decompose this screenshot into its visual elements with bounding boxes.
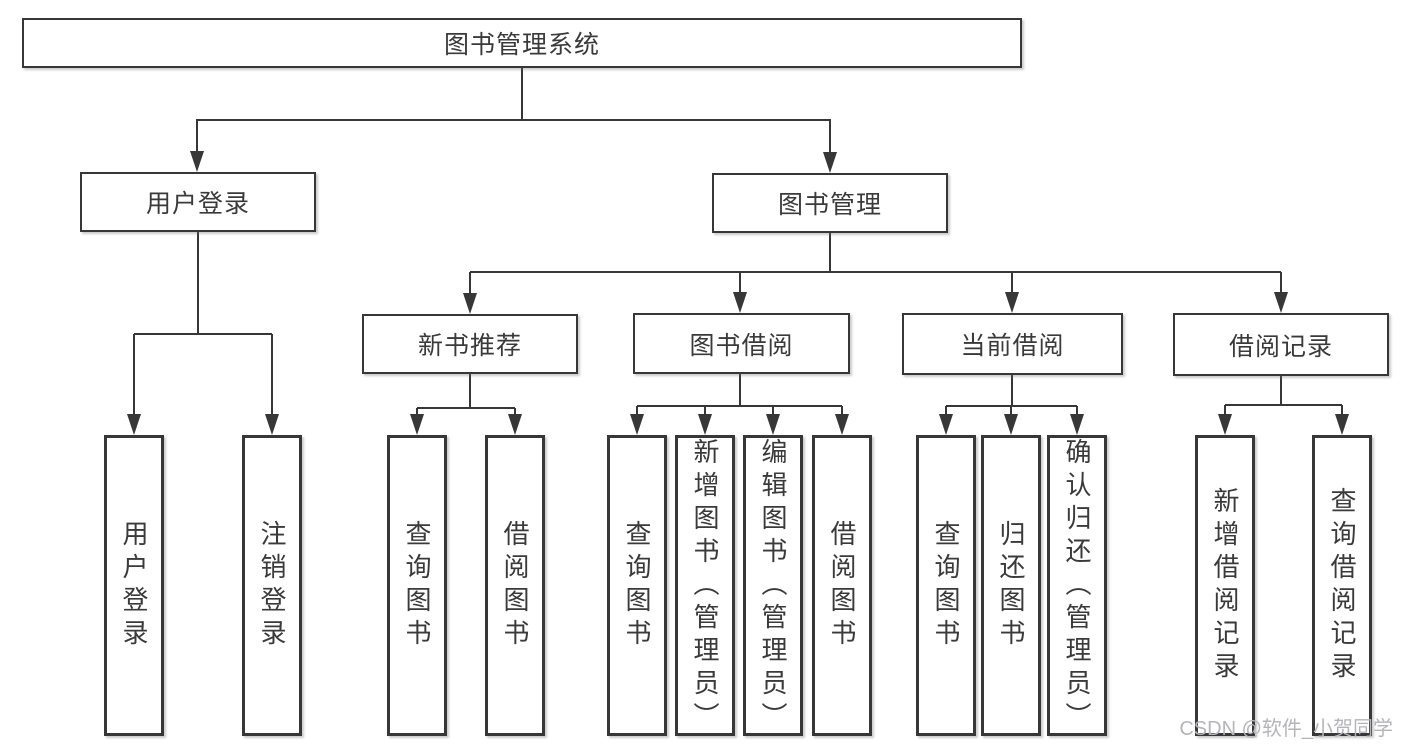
leaf-label: 借阅图书 bbox=[827, 519, 857, 652]
connector-borrow-record-children bbox=[1218, 376, 1349, 435]
leaf-label: 注销登录 bbox=[257, 519, 287, 652]
leaf-query-books-borrowing: 查询图书 bbox=[607, 435, 667, 736]
leaf-label: 用户登录 bbox=[119, 519, 149, 652]
node-label: 图书借阅 bbox=[689, 331, 794, 360]
node-label: 图书管理 bbox=[777, 191, 882, 219]
leaf-label: 查询图书 bbox=[402, 519, 432, 652]
connector-root-children bbox=[190, 68, 837, 173]
connector-current-borrow-children bbox=[939, 375, 1084, 435]
node-library-management-system: 图书管理系统 bbox=[22, 18, 1022, 68]
node-borrow-records: 借阅记录 bbox=[1173, 313, 1389, 376]
leaf-query-books-current: 查询图书 bbox=[916, 435, 976, 736]
node-new-book-recommend: 新书推荐 bbox=[362, 314, 578, 374]
leaf-label: 借阅图书 bbox=[500, 519, 530, 652]
connector-book-borrow-children bbox=[630, 374, 849, 435]
node-label: 新书推荐 bbox=[417, 332, 522, 360]
node-book-borrowing: 图书借阅 bbox=[633, 313, 850, 374]
leaf-label: 查询图书 bbox=[622, 519, 652, 652]
leaf-edit-books-admin: 编辑图书（管理员） bbox=[743, 435, 803, 736]
connector-new-book-children bbox=[410, 374, 522, 435]
csdn-watermark: CSDN @软件_小贺同学 bbox=[1179, 718, 1393, 740]
leaf-confirm-return-admin: 确认归还（管理员） bbox=[1047, 435, 1107, 736]
leaf-label: 编辑图书（管理员） bbox=[758, 438, 788, 735]
leaf-return-books: 归还图书 bbox=[981, 435, 1041, 736]
leaf-label: 查询借阅记录 bbox=[1327, 486, 1357, 685]
node-label: 借阅记录 bbox=[1228, 332, 1333, 361]
node-current-borrowing: 当前借阅 bbox=[902, 313, 1123, 375]
connector-book-mgmt-children bbox=[463, 233, 1288, 314]
leaf-label: 查询图书 bbox=[931, 519, 961, 652]
leaf-borrow-books: 借阅图书 bbox=[812, 435, 872, 736]
leaf-user-login: 用户登录 bbox=[104, 435, 164, 736]
leaf-add-borrow-record: 新增借阅记录 bbox=[1195, 435, 1255, 736]
leaf-query-books-recommend: 查询图书 bbox=[387, 435, 447, 736]
node-label: 图书管理系统 bbox=[443, 31, 600, 59]
node-user-login: 用户登录 bbox=[80, 172, 316, 232]
leaf-label: 归还图书 bbox=[996, 519, 1026, 652]
leaf-label: 新增图书（管理员） bbox=[690, 438, 720, 735]
node-label: 用户登录 bbox=[145, 190, 250, 218]
leaf-label: 确认归还（管理员） bbox=[1062, 438, 1092, 735]
node-label: 当前借阅 bbox=[960, 332, 1065, 360]
leaf-borrow-books-recommend: 借阅图书 bbox=[485, 435, 545, 736]
leaf-add-books-admin: 新增图书（管理员） bbox=[675, 435, 735, 736]
node-book-management: 图书管理 bbox=[712, 173, 948, 233]
leaf-logout: 注销登录 bbox=[242, 435, 302, 736]
leaf-query-borrow-record: 查询借阅记录 bbox=[1312, 435, 1372, 736]
leaf-label: 新增借阅记录 bbox=[1210, 486, 1240, 685]
connector-user-login-children bbox=[127, 232, 279, 435]
